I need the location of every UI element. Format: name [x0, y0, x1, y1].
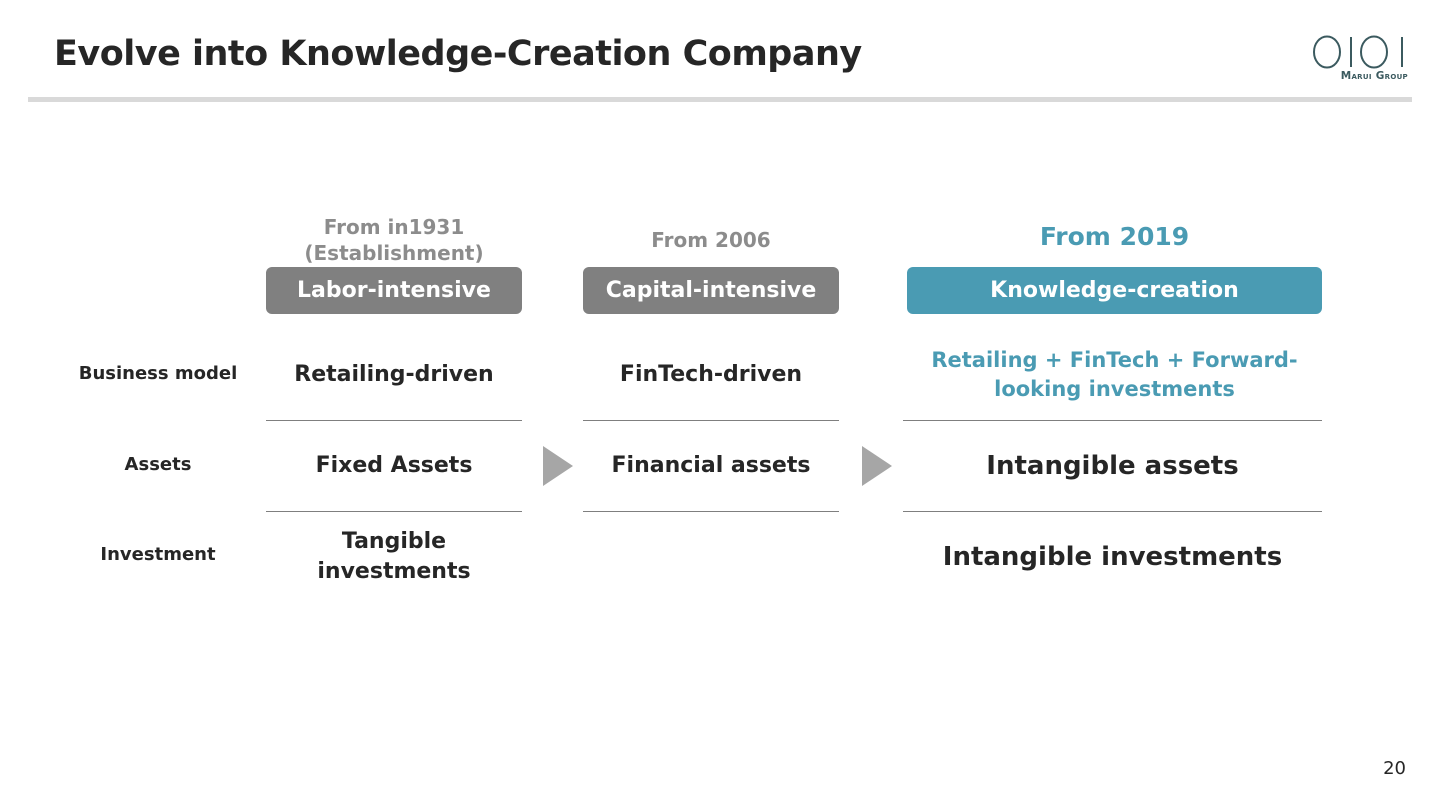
cell-investment-capital — [583, 512, 839, 602]
row-label-assets: Assets — [124, 454, 192, 475]
row-label-investment: Investment — [100, 544, 216, 565]
cell-assets-knowledge: Intangible assets — [986, 451, 1239, 481]
row-divider — [266, 511, 522, 512]
logo-wordmark: Marui Group — [1340, 70, 1408, 82]
cell-business-model-knowledge: Retailing + FinTech + Forward-looking in… — [931, 348, 1298, 401]
cell-business-model-labor: Retailing-driven — [294, 362, 494, 387]
cell-business-model-capital: FinTech-driven — [619, 362, 803, 387]
era-heading-1931: From in1931 (Establishment) — [266, 214, 522, 266]
row-divider — [266, 420, 522, 421]
row-divider — [583, 420, 839, 421]
slide-title: Evolve into Knowledge-Creation Company — [54, 34, 862, 74]
era-line-1: From in1931 — [323, 215, 465, 239]
capital-intensive-badge: Capital-intensive — [583, 267, 839, 314]
era-line-1: From 2019 — [1039, 222, 1190, 251]
era-line-2: (Establishment) — [304, 241, 484, 265]
era-heading-2006: From 2006 — [583, 227, 839, 253]
era-heading-2019: From 2019 — [907, 224, 1322, 250]
labor-intensive-badge: Labor-intensive — [266, 267, 522, 314]
row-divider — [583, 511, 839, 512]
title-divider — [28, 97, 1412, 102]
row-divider — [903, 511, 1322, 512]
arrow-right-icon — [543, 446, 573, 486]
arrow-right-icon — [862, 446, 892, 486]
cell-investment-labor: Tangible investments — [317, 529, 471, 584]
row-label-business-model: Business model — [78, 363, 238, 384]
era-line-1: From 2006 — [651, 228, 771, 252]
cell-investment-knowledge: Intangible investments — [942, 542, 1283, 572]
cell-assets-capital: Financial assets — [611, 453, 811, 478]
page-number: 20 — [1383, 758, 1406, 779]
cell-assets-labor: Fixed Assets — [315, 453, 473, 478]
company-logo: Marui Group — [1310, 34, 1410, 88]
oioi-logo-mark-icon — [1313, 35, 1403, 69]
row-divider — [903, 420, 1322, 421]
knowledge-creation-badge: Knowledge-creation — [907, 267, 1322, 314]
